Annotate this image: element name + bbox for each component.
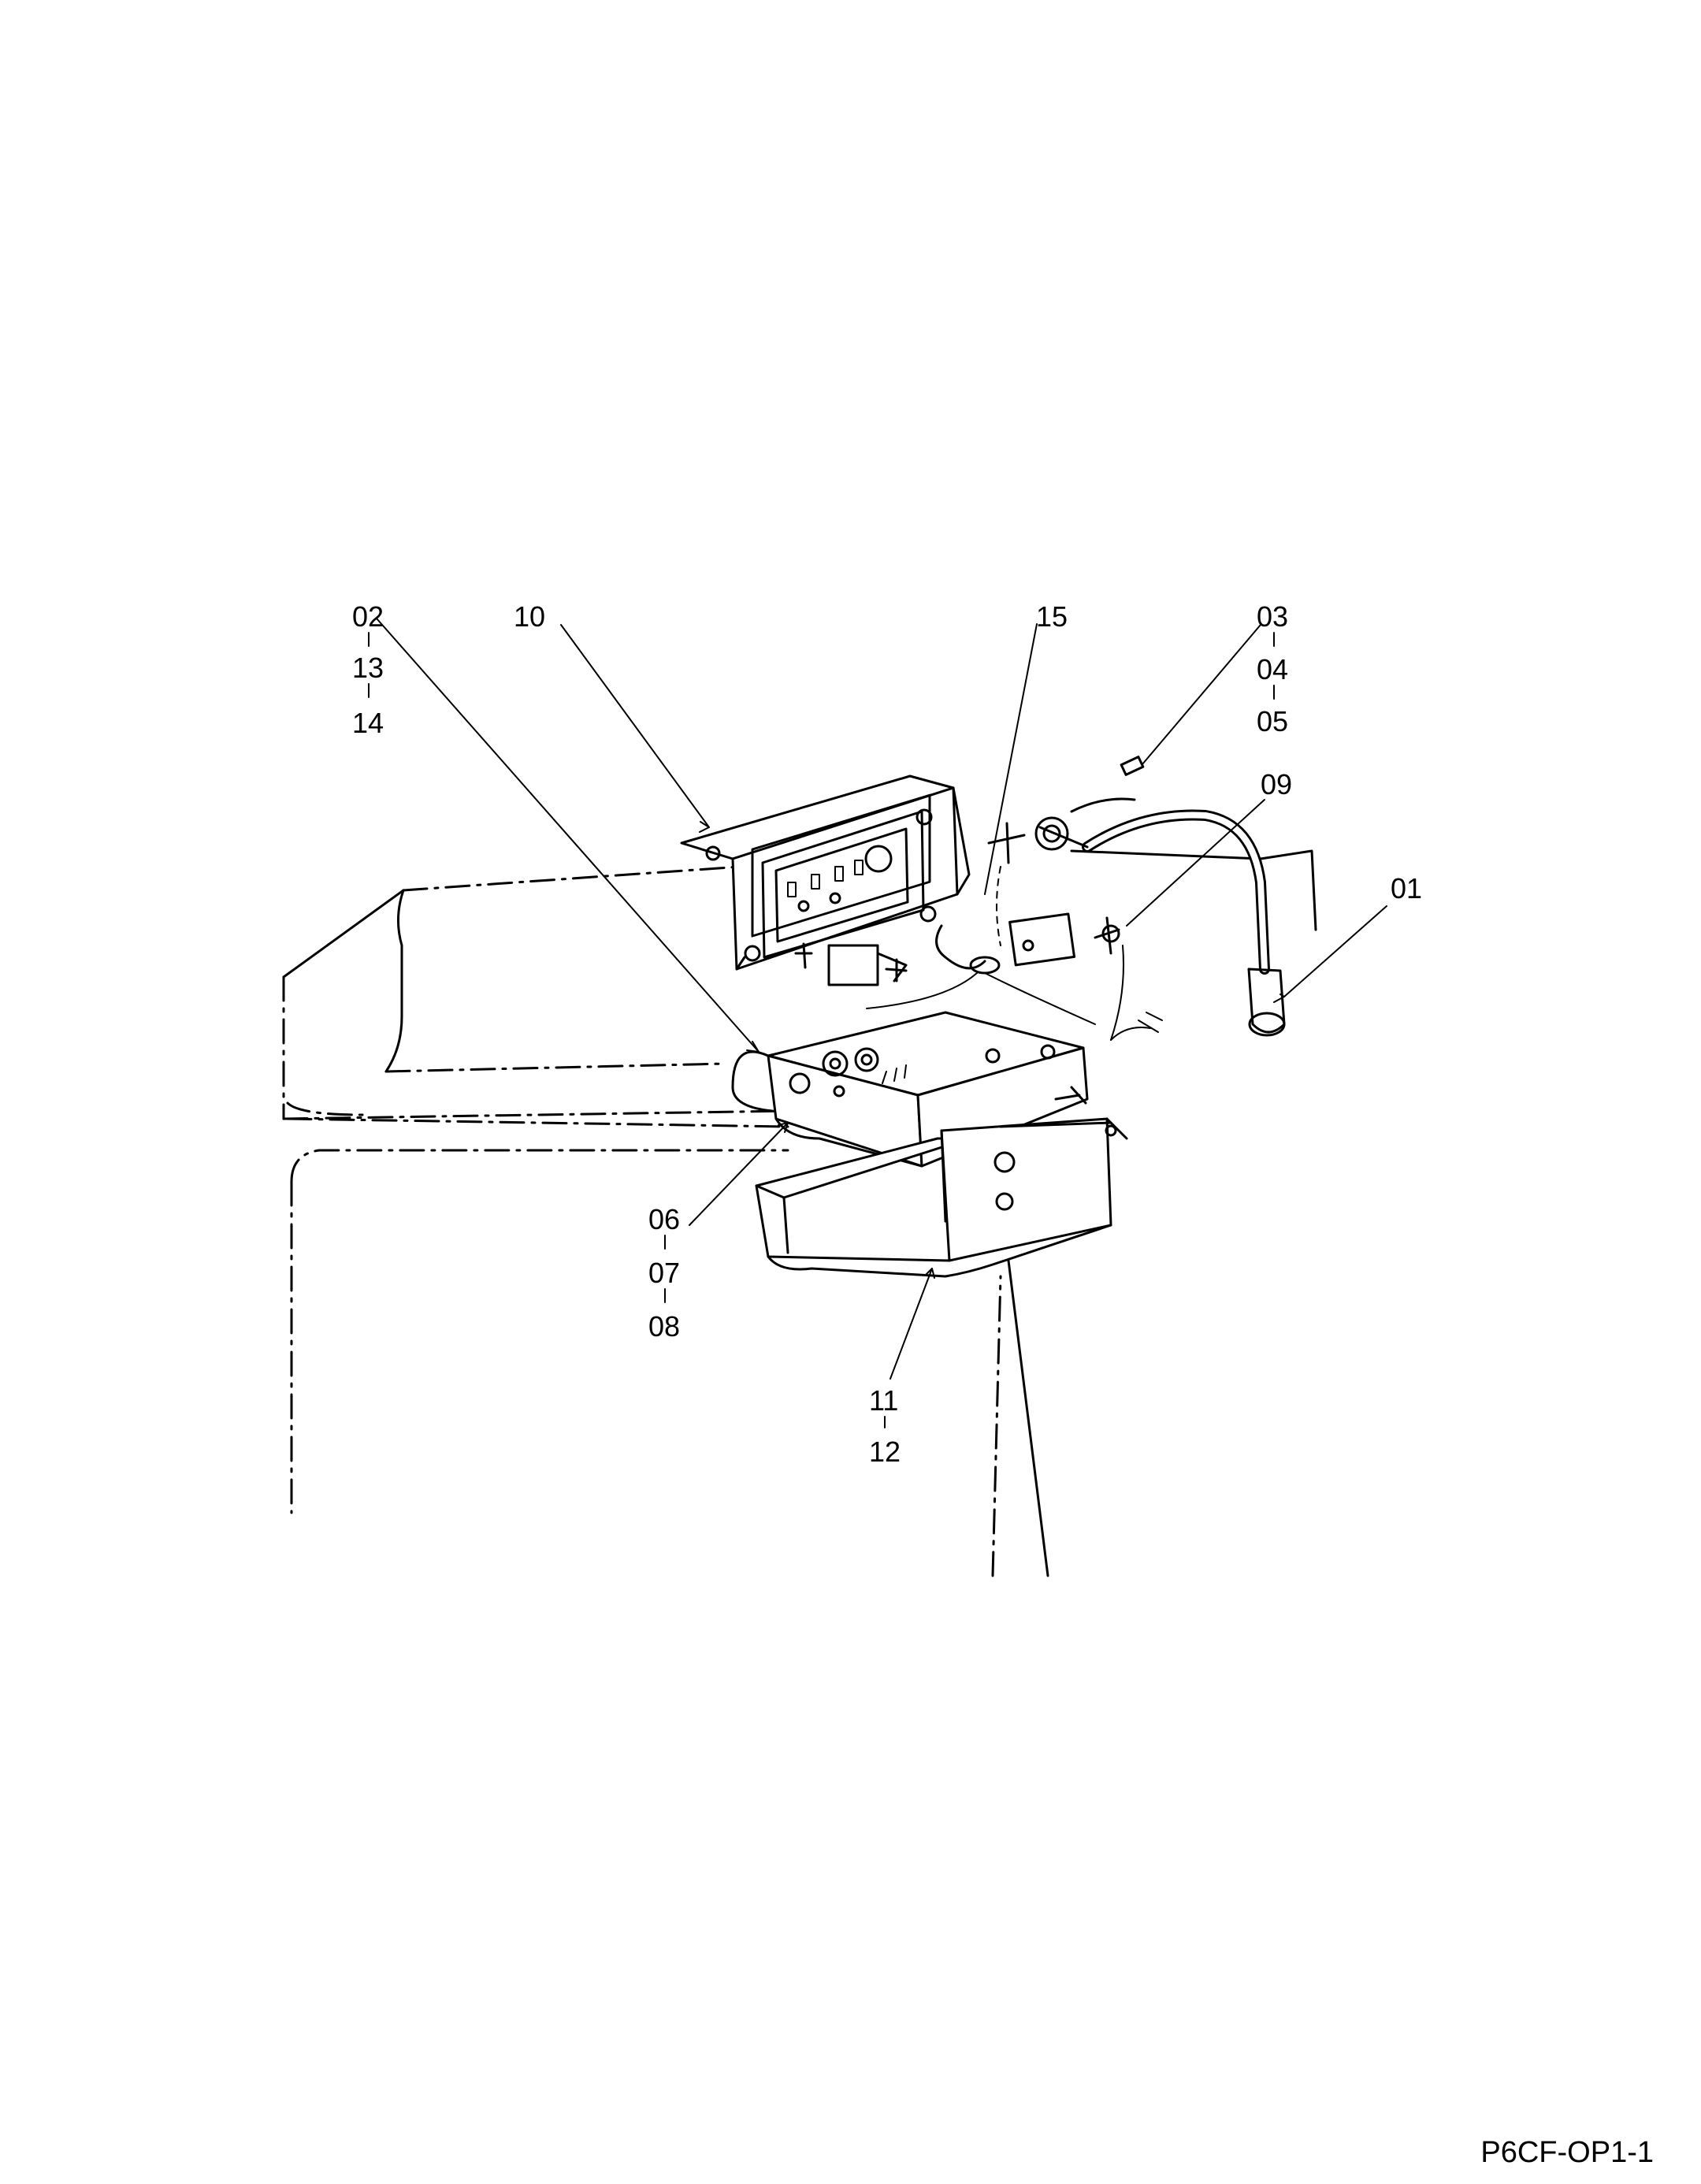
callout-10: 10: [514, 600, 545, 633]
callout-14: 14: [352, 707, 384, 739]
callout-08: 08: [648, 1310, 680, 1343]
callout-04: 04: [1257, 653, 1288, 685]
callout-12: 12: [869, 1436, 901, 1468]
callout-09: 09: [1261, 768, 1292, 800]
callout-11: 11: [869, 1384, 898, 1417]
gooseneck-microphone: [987, 756, 1286, 1037]
leader-lines: [376, 618, 1387, 1380]
callout-15: 15: [1036, 600, 1068, 633]
callout-03: 03: [1257, 600, 1288, 633]
control-panel-housing: [680, 774, 971, 971]
callout-labels: 02 13 14 10 15 03 04 05 09 01 06 07 08 1…: [352, 600, 1422, 1468]
wiring-harness: [794, 866, 1163, 1041]
drawing-id: P6CF-OP1-1: [1480, 2136, 1654, 2169]
callout-05: 05: [1257, 705, 1288, 737]
callout-01: 01: [1391, 872, 1422, 904]
mounting-bracket: [755, 1117, 1128, 1278]
callout-13: 13: [352, 652, 384, 684]
callout-06: 06: [648, 1203, 680, 1235]
overhead-structure: [282, 849, 1317, 1577]
callout-07: 07: [648, 1257, 680, 1289]
callout-02: 02: [352, 600, 384, 633]
